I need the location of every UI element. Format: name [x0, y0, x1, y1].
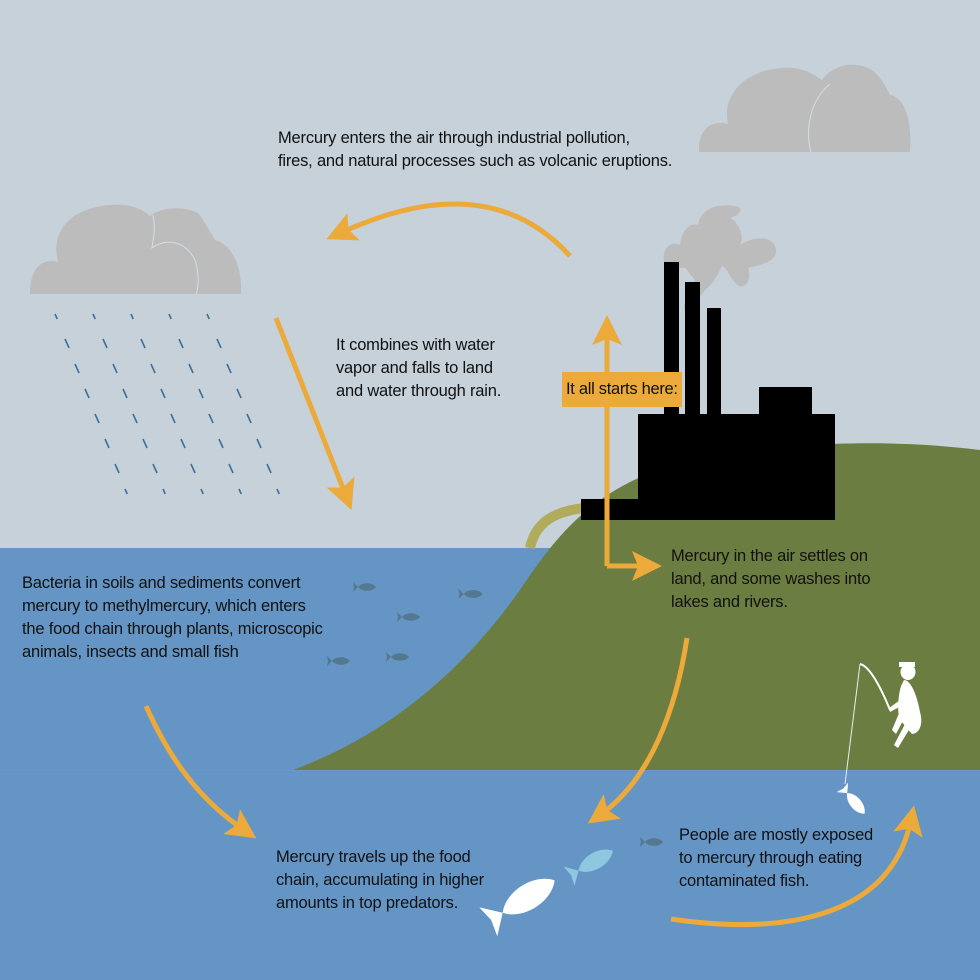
rain-drop	[170, 413, 176, 424]
label-exposure: People are mostly exposed to mercury thr…	[679, 824, 873, 893]
rain-drop	[190, 463, 196, 474]
rain-drop	[142, 438, 148, 449]
fish-icon	[327, 656, 350, 666]
fish-icon	[353, 582, 376, 592]
rain-drop	[208, 413, 214, 424]
land-hill	[293, 443, 980, 770]
cloud-right-icon	[698, 64, 911, 153]
fish-group	[327, 582, 865, 937]
label-exposure-line: People are mostly exposed	[679, 826, 874, 844]
rain-drop	[178, 338, 184, 349]
rain-drop	[84, 388, 90, 399]
arrow-bacteria-to-chain	[143, 704, 257, 839]
label-rain-line: It combines with water	[336, 336, 495, 354]
label-food-chain-line: chain, accumulating in higher	[276, 871, 484, 889]
rain-drop	[54, 313, 58, 320]
label-settles-line: land, and some washes into	[671, 570, 871, 588]
label-settles-line: Mercury in the air settles on	[671, 547, 868, 565]
fish-icon	[386, 652, 409, 662]
arrow-air-to-cloud	[326, 201, 572, 258]
rain-drop	[218, 438, 224, 449]
fishing-line	[844, 663, 861, 785]
rain-drop	[102, 338, 108, 349]
label-bacteria-line: animals, insects and small fish	[22, 643, 239, 661]
fisherman-icon	[889, 662, 922, 748]
label-rain-line: vapor and falls to land	[336, 359, 493, 377]
rain-drop	[130, 313, 134, 320]
label-exposure-line: to mercury through eating	[679, 849, 863, 867]
rain-drop	[238, 488, 242, 495]
label-bacteria-line: mercury to methylmercury, which enters	[22, 597, 306, 615]
label-bacteria-line: the food chain through plants, microscop…	[22, 620, 323, 638]
smoke-icon	[663, 205, 777, 310]
rain-drop	[112, 363, 118, 374]
rain-drop	[216, 338, 222, 349]
rain-drop	[152, 463, 158, 474]
label-air-entry-line: fires, and natural processes such as vol…	[278, 152, 673, 170]
rain-drop	[150, 363, 156, 374]
fish-icon	[836, 782, 865, 814]
arrow-fish-to-people	[670, 805, 923, 927]
start-here-tag: It all starts here:	[562, 372, 682, 407]
rain-drop	[246, 413, 252, 424]
rain-drop	[124, 488, 128, 495]
label-air-entry: Mercury enters the air through industria…	[278, 127, 672, 173]
rain-drop	[140, 338, 146, 349]
lower-water	[0, 770, 980, 980]
rain-drop	[104, 438, 110, 449]
rain-drops	[54, 313, 280, 495]
arrow-rain-to-water	[273, 317, 355, 510]
rain-drop	[168, 313, 172, 320]
rain-drop	[122, 388, 128, 399]
fishing-rod	[859, 663, 891, 711]
rain-drop	[74, 363, 80, 374]
label-food-chain: Mercury travels up the food chain, accum…	[276, 846, 484, 915]
label-air-entry-line: Mercury enters the air through industria…	[278, 129, 630, 147]
fish-icon	[458, 588, 483, 600]
label-rain: It combines with water vapor and falls t…	[336, 334, 501, 403]
fish-icon	[479, 878, 555, 937]
rain-drop	[114, 463, 120, 474]
label-settles: Mercury in the air settles on land, and …	[671, 545, 871, 614]
rain-drop	[228, 463, 234, 474]
rain-drop	[276, 488, 280, 495]
cloud-left-icon	[30, 204, 242, 295]
label-bacteria: Bacteria in soils and sediments convert …	[22, 572, 323, 664]
rain-drop	[198, 388, 204, 399]
label-rain-line: and water through rain.	[336, 382, 502, 400]
fish-icon	[397, 612, 420, 622]
rain-drop	[256, 438, 262, 449]
rain-drop	[206, 313, 210, 320]
rain-drop	[266, 463, 272, 474]
rain-drop	[226, 363, 232, 374]
fish-icon	[563, 849, 613, 886]
runoff-stream	[525, 503, 585, 550]
rain-drop	[188, 363, 194, 374]
label-bacteria-line: Bacteria in soils and sediments convert	[22, 574, 301, 592]
rain-drop	[160, 388, 166, 399]
label-food-chain-line: Mercury travels up the food	[276, 848, 471, 866]
rain-drop	[64, 338, 70, 349]
rain-drop	[94, 413, 100, 424]
rain-drop	[162, 488, 166, 495]
label-food-chain-line: amounts in top predators.	[276, 894, 459, 912]
rain-drop	[200, 488, 204, 495]
fish-icon	[640, 837, 663, 847]
rain-drop	[92, 313, 96, 320]
rain-drop	[180, 438, 186, 449]
label-settles-line: lakes and rivers.	[671, 593, 788, 611]
rain-drop	[132, 413, 138, 424]
arrow-land-to-water	[587, 637, 690, 824]
label-exposure-line: contaminated fish.	[679, 872, 810, 890]
rain-drop	[236, 388, 242, 399]
